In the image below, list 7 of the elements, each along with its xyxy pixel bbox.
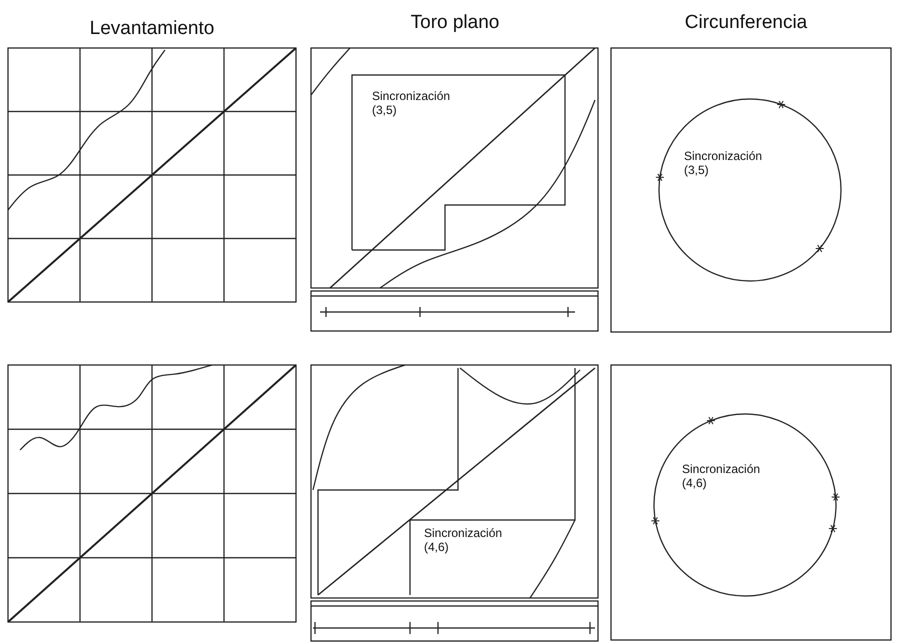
column-heading: Toro plano bbox=[410, 12, 500, 34]
sync-label: Sincronización (3,5) bbox=[684, 150, 764, 178]
sync-label: Sincronización (4,6) bbox=[682, 463, 762, 491]
column-heading: Levantamiento bbox=[88, 18, 216, 40]
sync-label: Sincronización (3,5) bbox=[372, 90, 452, 118]
column-heading: Circunferencia bbox=[684, 12, 808, 34]
sync-label: Sincronización (4,6) bbox=[424, 527, 504, 555]
